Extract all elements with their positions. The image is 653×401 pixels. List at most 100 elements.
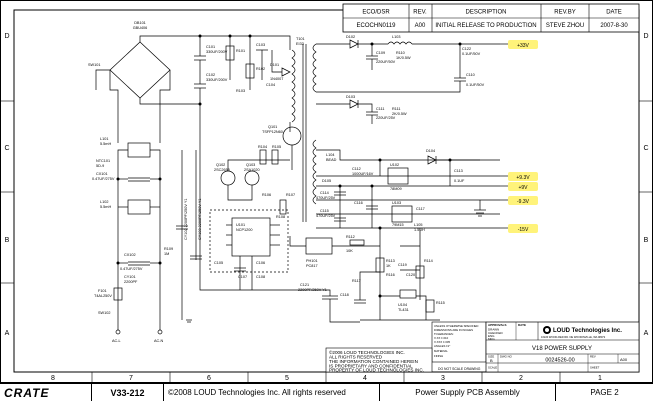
note-line-4: X.XX ±.010 [434,336,449,340]
zone-row-labels: D C B A D C B A [4,33,648,337]
label-r107: R107 [286,193,295,197]
label-l103: L103 [392,35,400,39]
output-label-o3: -9.3V [517,199,530,205]
zone-col-4: 4 [363,375,367,382]
zone-row-a-left: A [5,330,10,337]
zone-col-1: 1 [598,375,602,382]
label-q101: Q101 [268,125,277,129]
drawing-title: V18 POWER SUPPLY [532,346,592,352]
label-r104: R104 [258,145,267,149]
label-u101: U101 [236,223,245,227]
dwg-no-value: 0024526-00 [545,358,574,364]
rev-header-description: DESCRIPTION [465,10,506,16]
output-tag-bg [508,182,538,191]
label-u102-part: 78M09 [390,187,402,191]
component-labels: DB101 GBU406 C101 330UF/200V C102 330UF/… [88,21,485,343]
label-l104-val: BEAD [326,158,337,162]
page-number: PAGE 2 [590,388,619,397]
rev-cell-description: INITIAL RELEASE TO PRODUCTION [435,23,536,29]
label-ac-l: AC-L [112,339,121,343]
rev-header-date: DATE [606,10,622,16]
approval-eng: ENG [488,334,495,338]
zone-row-c-right: C [643,145,648,152]
output-label-o2: +9.3V [516,175,530,181]
label-q103-part: 2SA1020 [244,168,260,172]
label-r112: R112 [346,235,355,239]
label-r117: R117 [352,279,361,283]
label-c101-val: 330UF/200V [206,50,228,54]
zone-col-5: 5 [285,375,289,382]
label-c111-val: 220UF/25V [376,116,396,120]
copyright-line-5: PROPERTY OF LOUD TECHNOLOGIES INC. [329,368,424,373]
label-c119: C119 [398,263,407,267]
label-r110-val: 1K/0.5W [396,56,411,60]
label-c121: C121 [300,283,309,287]
label-r112-val: 10K [346,249,353,253]
label-c118: C118 [340,293,349,297]
label-r113-val: 1K [386,264,391,268]
zone-row-d-right: D [643,33,648,40]
circuit-wires [95,35,500,330]
zone-row-a-right: A [644,330,649,337]
rev-cell-date: 2007-8-30 [600,23,628,29]
rev-label: REV [590,355,596,359]
label-c111: C111 [376,107,385,111]
sheet-label: SHEET [590,366,600,370]
label-r115: R115 [436,301,445,305]
label-c112-val: 1000UF/16V [352,172,374,176]
rev-header-rev: REV. [413,10,427,16]
label-r106: R106 [262,193,271,197]
label-cy101-val: 2200PF [124,280,138,284]
zone-ticks [0,100,653,383]
tolerance-note-box: UNLESS OTHERWISE SPECIFIED DIMENSIONS AR… [431,321,487,363]
label-bridge-ref: DB101 [134,21,146,25]
label-c106: C106 [256,261,265,265]
label-cx101: CX101 [96,172,108,176]
copyright-note: ©2006 LOUD TECHNOLOGIES INC. ALL RIGHTS … [325,347,433,373]
label-l105: L105 [414,223,422,227]
label-q102-part: 2SC2655 [214,168,230,172]
label-l105-val: 1.5UH [414,228,425,232]
note-line-7: MATERIAL [434,349,448,353]
zone-col-6: 6 [207,375,211,382]
label-q103: Q103 [246,163,255,167]
label-c122: C122 [462,47,471,51]
rev-cell-revby: STEVE ZHOU [546,23,584,29]
rev-cell-rev: A00 [415,23,426,29]
label-cy102: CY102 2200PF/250V Y1 [184,198,188,240]
label-c109-val: 220UF/50V [376,60,396,64]
label-c109: C109 [376,51,385,55]
output-label-o4: +9V [518,185,528,191]
label-l101: L101 [100,137,108,141]
label-r109-val: 1M [164,252,169,256]
label-bridge-part: GBU406 [133,26,148,30]
label-r116: R116 [386,273,395,277]
label-f101: F101 [98,289,107,293]
label-c110-val: 0.1UF/50V [466,83,485,87]
company-address: 16220 WOOD-RED RD. NE WOODINVILLE, WA 98… [541,335,606,339]
label-ph101-part: PC817 [306,264,318,268]
scale-label: SCALE [488,366,497,370]
label-f101-val: T4AL250V [94,294,112,298]
label-c110: C110 [466,73,475,77]
label-c115: C115 [320,209,329,213]
label-u104: U104 [398,303,407,307]
label-c114-val: 470UF/25V [316,196,336,200]
label-t101: T101 [296,37,305,41]
output-tag-bg [508,196,538,205]
label-l101-val: 5.5mH [100,142,111,146]
rev-header-revby: REV.BY [554,10,575,16]
label-c101: C101 [206,45,215,49]
label-c115-val: 470UF/25V [316,214,336,218]
label-r103: R103 [236,89,245,93]
ac-l-terminal [115,329,121,335]
footer-copyright: ©2008 LOUD Technologies Inc. All rights … [164,384,380,401]
ac-n-terminal [157,329,163,335]
copyright-line-2: ALL RIGHTS RESERVED [329,355,383,360]
note-line-5: X.XXX ±.005 [434,340,450,344]
label-sw102: SW102 [98,311,110,315]
assembly-name: Power Supply PCB Assembly [380,384,556,401]
label-q101-part: TSFP12N60 [262,130,283,134]
zone-col-2: 2 [519,375,523,382]
